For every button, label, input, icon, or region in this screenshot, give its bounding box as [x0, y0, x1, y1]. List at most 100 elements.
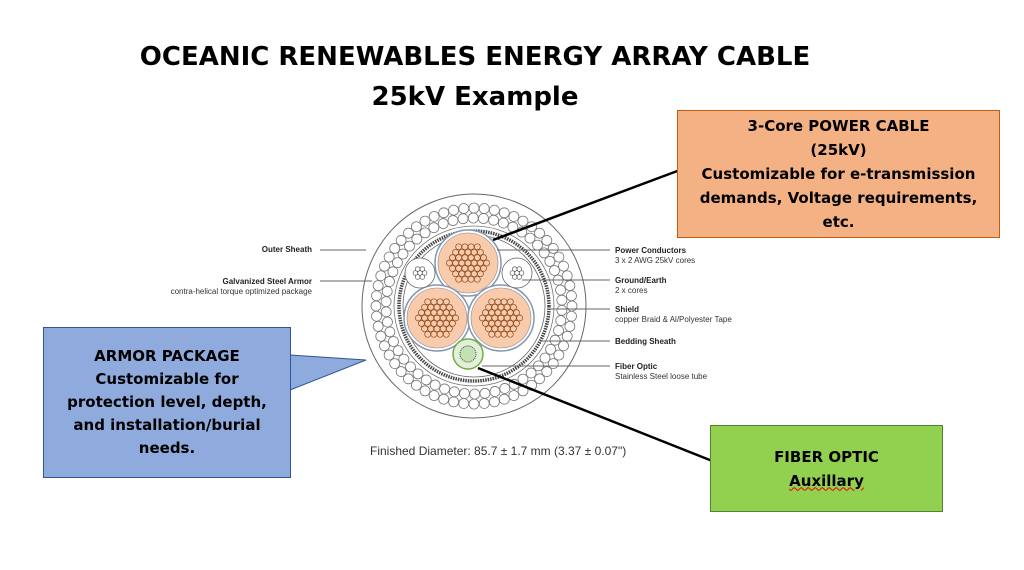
copper-strand	[452, 314, 459, 322]
copper-strand	[458, 270, 466, 278]
copper-strand	[427, 325, 435, 333]
copper-strand	[427, 303, 435, 311]
callout-text: FIBER OPTIC	[774, 447, 879, 466]
copper-strand	[510, 325, 517, 333]
copper-strand	[458, 248, 466, 256]
armor-wire	[566, 310, 577, 322]
copper-strand	[442, 298, 450, 306]
copper-strand	[427, 314, 435, 322]
armor-wire	[458, 203, 470, 214]
armor-wire	[410, 221, 422, 233]
callout-text: (25kV)	[810, 141, 867, 159]
copper-strand	[510, 314, 517, 322]
armor-wire	[379, 260, 390, 272]
armor-wire	[372, 320, 384, 332]
copper-strand	[415, 314, 422, 322]
copper-strand	[500, 298, 508, 306]
armor-wire	[371, 290, 382, 302]
armor-wire	[410, 379, 422, 391]
copper-strand	[467, 275, 475, 283]
armor-wire	[395, 366, 407, 377]
armor-wire	[498, 207, 510, 219]
ground-strand	[518, 270, 525, 276]
armor-wire	[411, 233, 423, 245]
copper-strand	[446, 314, 453, 322]
copper-strand	[455, 265, 463, 272]
copper-strand	[491, 314, 499, 322]
callout-text: 3-Core POWER CABLE	[747, 117, 930, 135]
copper-strand	[455, 243, 463, 251]
armor-wire	[447, 215, 459, 226]
copper-strand	[436, 320, 444, 327]
ground-strand	[412, 270, 419, 276]
armor-wire	[457, 213, 469, 225]
armor-wire	[419, 385, 431, 397]
armor-wire	[439, 383, 450, 395]
copper-strand	[480, 265, 487, 272]
copper-strand	[473, 254, 481, 261]
copper-strand	[461, 254, 469, 261]
copper-strand	[461, 243, 469, 251]
armor-wire	[517, 373, 529, 385]
armor-wire	[479, 387, 491, 399]
armor-wire	[488, 396, 500, 408]
armor-wire	[478, 203, 490, 214]
copper-strand	[494, 298, 502, 306]
copper-strand	[503, 303, 511, 311]
fiber-bundle	[459, 345, 477, 363]
armor-wire	[553, 325, 564, 336]
ground-strand	[415, 274, 421, 280]
ground-strand	[516, 274, 522, 280]
copper-strand	[513, 309, 520, 316]
armor-wire	[556, 294, 568, 306]
copper-strand	[494, 330, 502, 338]
armor-wire	[566, 290, 577, 302]
copper-strand	[480, 254, 487, 261]
armor-wire	[428, 390, 440, 401]
armor-wire	[478, 213, 489, 224]
armor-wire	[534, 373, 545, 385]
armor-wire	[517, 215, 529, 227]
armor-wire	[541, 366, 553, 377]
copper-strand	[503, 314, 511, 322]
copper-strand	[449, 320, 456, 327]
copper-strand	[483, 259, 490, 267]
armor-wire	[549, 265, 560, 276]
copper-strand	[436, 298, 444, 306]
copper-strand	[503, 325, 511, 333]
copper-strand	[464, 248, 472, 256]
copper-strand	[470, 259, 478, 267]
armor-wire	[428, 211, 440, 222]
copper-strand	[500, 309, 508, 316]
copper-strand	[449, 265, 456, 272]
callout-text: and installation/burial	[73, 416, 261, 434]
copper-strand	[467, 254, 475, 261]
copper-strand	[488, 309, 496, 316]
armor-wire	[508, 211, 520, 222]
armor-wire	[388, 336, 399, 347]
armor-wire	[458, 398, 470, 409]
armor-wire	[545, 343, 556, 355]
copper-strand	[430, 330, 438, 338]
copper-strand	[485, 314, 492, 322]
armor-wire	[380, 296, 392, 308]
armor-wire	[392, 345, 404, 357]
copper-strand	[500, 320, 508, 327]
copper-strand	[510, 303, 517, 311]
copper-strand	[491, 325, 499, 333]
copper-strand	[424, 298, 432, 306]
fiber-optic-callout: FIBER OPTIC Auxillary	[710, 425, 943, 512]
armor-wire	[449, 386, 460, 398]
armor-wire	[384, 276, 395, 287]
copper-strand	[488, 330, 496, 338]
armor-wire	[389, 358, 401, 370]
copper-strand	[477, 248, 484, 256]
copper-strand	[477, 259, 484, 267]
ground-strand	[509, 270, 516, 276]
copper-strand	[491, 303, 499, 311]
armor-wire	[488, 214, 499, 226]
copper-strand	[464, 259, 472, 267]
